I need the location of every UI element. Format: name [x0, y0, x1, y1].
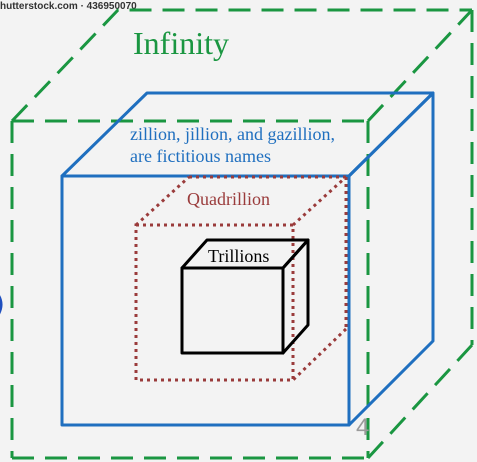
- named-cube-front-face: [60, 174, 351, 427]
- quadrillion-label: Quadrillion: [187, 189, 270, 209]
- quadrillion-cube-front-face: [134, 223, 295, 382]
- named-cube-side-face: [347, 91, 435, 427]
- edge-arc-fragment: [0, 295, 3, 315]
- fictitious-names-note-line2: are fictitious names: [130, 146, 271, 166]
- infinity-cube-bottom-right-edge: [366, 343, 474, 460]
- quadrillion-cube-bottom-right-edge: [291, 327, 348, 382]
- trillions-cube: [180, 238, 310, 355]
- infinity-cube-top-back-edges: [10, 8, 472, 123]
- trillions-cube-side-face: [281, 238, 310, 355]
- quadrillion-cube: [134, 175, 348, 382]
- infinity-label: Infinity: [133, 25, 229, 61]
- infinity-cube-top-right-edge: [366, 8, 474, 123]
- quadrillion-cube-top-left-edge: [134, 175, 191, 227]
- page-number: 4: [356, 414, 369, 441]
- trillions-label: Trillions: [208, 246, 269, 266]
- fictitious-names-note-line1: zillion, jillion, and gazillion,: [130, 124, 335, 144]
- watermark-text: hutterstock.com · 436950070: [0, 1, 137, 12]
- trillions-cube-front-face: [180, 266, 285, 355]
- infinity-cube: [10, 8, 474, 460]
- quadrillion-cube-top-right-edge: [291, 175, 348, 227]
